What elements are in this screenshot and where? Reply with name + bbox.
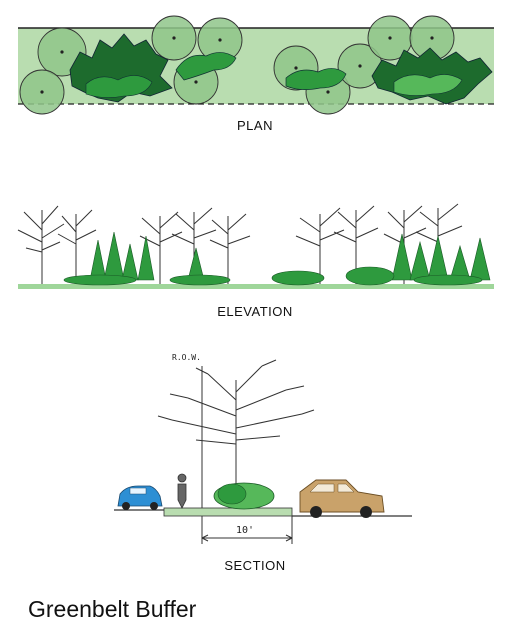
section-tree [157,359,315,508]
elevation-view: ELEVATION [0,190,510,330]
dimension-label: 10' [236,525,254,536]
elevation-ground-strip [18,284,494,289]
dimension-line [201,516,293,544]
section-buffer-strip [163,507,293,517]
section-drawing: R.O.W. [114,353,412,544]
section-shrub [213,482,275,510]
row-label: R.O.W. [172,353,201,362]
plan-view: PLAN [0,0,510,140]
elevation-drawing [17,203,494,289]
elevation-evergreens [89,231,491,281]
car-right [299,479,385,518]
section-view: R.O.W. [0,340,510,580]
plan-trunk-dots [40,36,448,94]
plan-shrub-mass-right [285,47,493,105]
plan-drawing [18,15,494,115]
elevation-low-shrubs [63,266,483,286]
diagram-title: Greenbelt Buffer [28,596,197,622]
elevation-label: ELEVATION [217,304,293,319]
section-label: SECTION [224,558,286,573]
plan-label: PLAN [237,118,273,133]
plan-shrub-mass-left [69,33,237,103]
car-left [117,485,163,510]
elevation-trees-left [17,205,251,284]
pedestrian-figure [177,473,187,509]
